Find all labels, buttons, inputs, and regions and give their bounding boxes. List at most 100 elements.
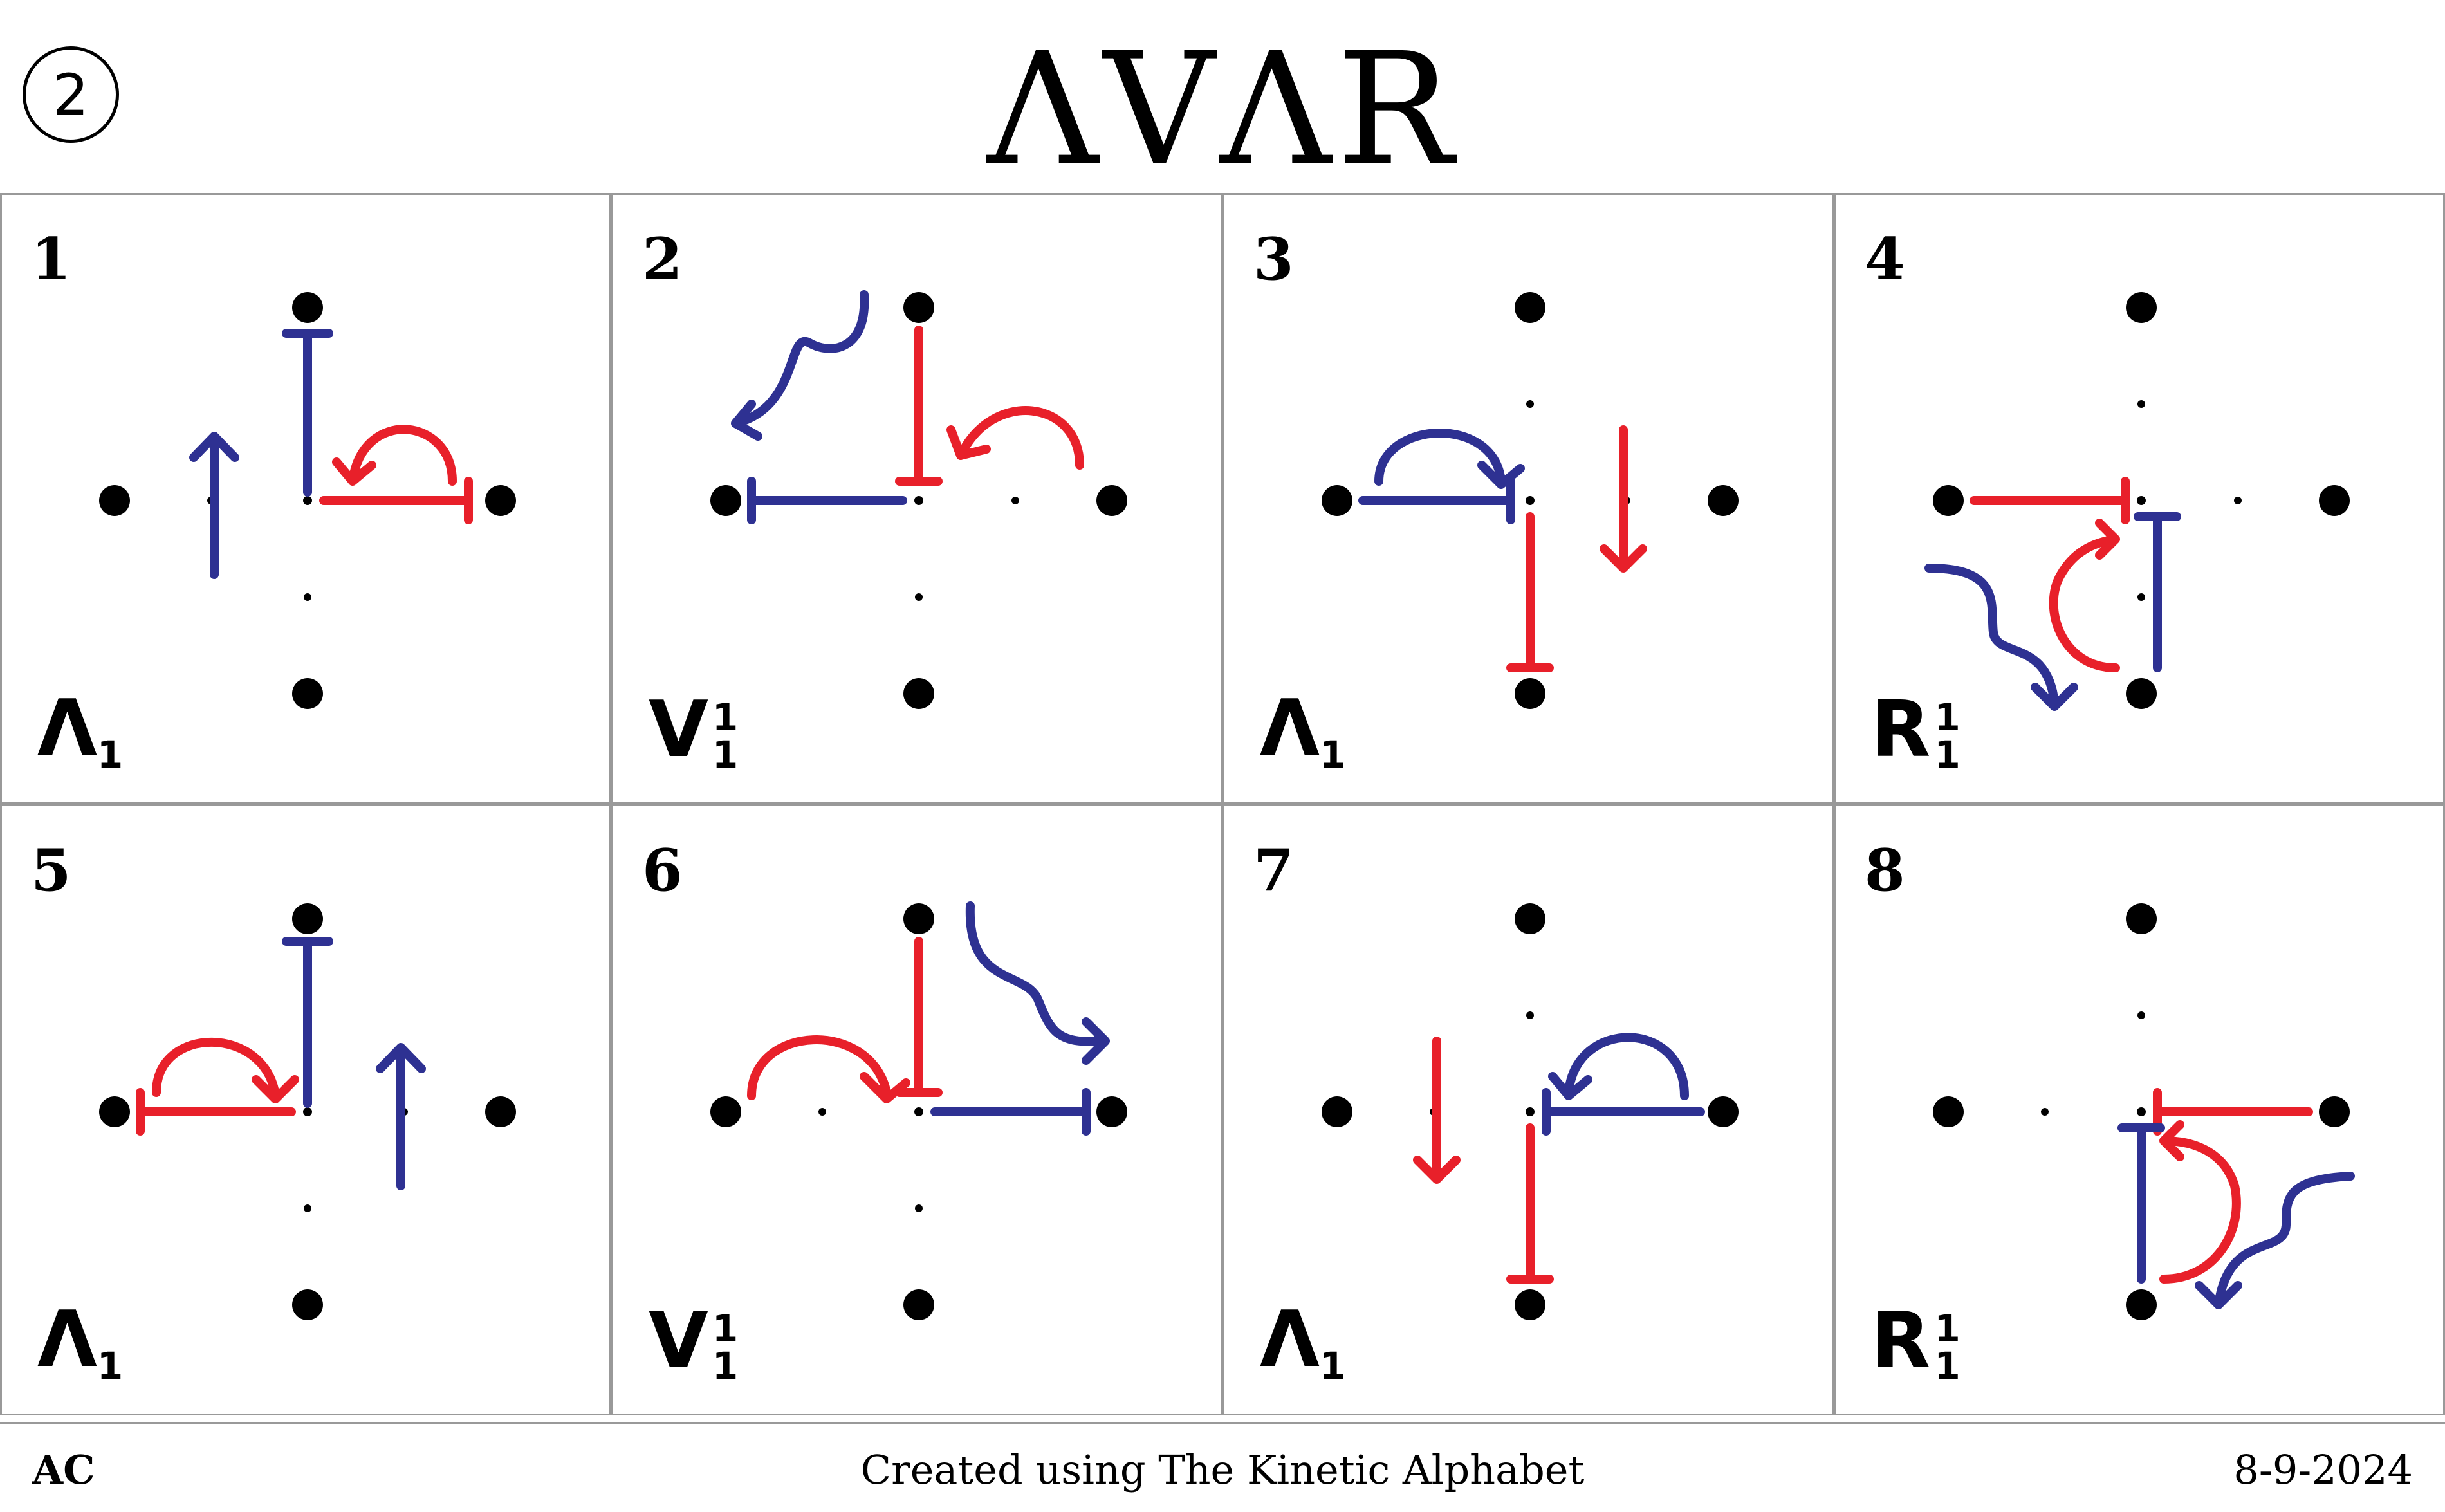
grid-dot (2126, 678, 2157, 709)
label-letter: V (649, 1296, 708, 1386)
diagram-grid: 1 Λ1 2 (0, 193, 2445, 1415)
grid-dot (1708, 485, 1739, 516)
grid-dot (1933, 485, 1964, 516)
cell-number: 1 (31, 225, 71, 293)
grid-dot (2041, 1108, 2049, 1116)
red-arc-arrow (2049, 519, 2120, 672)
grid-dot (914, 496, 923, 505)
blue-arrow (189, 432, 239, 579)
blue-rod (282, 937, 333, 1108)
cell-3: 3 Λ1 (1222, 193, 1834, 804)
footer: AC Created using The Kinetic Alphabet 8-… (0, 1422, 2445, 1499)
cell-7: 7 Λ1 (1222, 804, 1834, 1415)
grid-dot (1526, 496, 1535, 505)
grid-dot (292, 678, 323, 709)
grid-dot (485, 1096, 516, 1127)
label-subscript: 1 (712, 1344, 739, 1388)
grid-dot (1526, 400, 1534, 408)
cell-2-figure (710, 290, 1127, 709)
grid-dot (2126, 292, 2157, 323)
cell-5: 5 Λ1 (0, 804, 611, 1415)
grid-dot (303, 496, 312, 505)
label-letter: R (1871, 685, 1931, 775)
grid-dot (1096, 485, 1127, 516)
label-superscript: 1 (712, 696, 739, 739)
page-number-badge: 2 (23, 46, 119, 143)
footer-credit: Created using The Kinetic Alphabet (860, 1446, 1585, 1493)
grid-dot (915, 593, 923, 601)
blue-arc-arrow (1374, 429, 1525, 489)
grid-dot (2137, 1107, 2146, 1116)
grid-dot (1096, 1096, 1127, 1127)
grid-dot (818, 1108, 826, 1116)
grid-dot (1526, 1011, 1534, 1019)
grid-dot (1322, 1096, 1352, 1127)
grid-dot (303, 1107, 312, 1116)
label-subscript: 1 (97, 1344, 124, 1388)
label-superscript: 1 (1934, 1307, 1961, 1351)
red-rod (1506, 512, 1554, 672)
label-subscript: 1 (712, 733, 739, 777)
grid-dot (903, 1289, 934, 1320)
red-arc-arrow (747, 1035, 910, 1103)
red-arc-arrow (946, 406, 1084, 470)
grid-dot (2126, 903, 2157, 934)
footer-date: 8-9-2024 (2233, 1446, 2413, 1493)
grid-dot (2137, 593, 2145, 601)
label-letter: Λ (1260, 684, 1320, 773)
label-letter: R (1871, 1296, 1931, 1386)
grid-dot (914, 1107, 923, 1116)
grid-dot (1933, 1096, 1964, 1127)
red-rod (1970, 477, 2130, 524)
red-arrow (1413, 1037, 1461, 1184)
blue-wave-arrow (965, 901, 1110, 1065)
grid-dot (292, 1289, 323, 1320)
grid-dot (1515, 292, 1545, 323)
red-rod (895, 326, 943, 486)
red-rod (1506, 1123, 1554, 1284)
cell-label: Λ1 (1260, 690, 1345, 774)
red-arrow (1600, 425, 1647, 573)
grid-dot (915, 1204, 923, 1212)
label-letter: Λ (37, 1295, 97, 1385)
red-rod (895, 937, 943, 1097)
grid-dot (1708, 1096, 1739, 1127)
label-subscript: 1 (1319, 733, 1346, 777)
label-subscript: 1 (1319, 1344, 1346, 1388)
label-letter: V (649, 685, 708, 775)
grid-dot (903, 678, 934, 709)
grid-dot (99, 1096, 130, 1127)
grid-dot (1011, 497, 1019, 504)
grid-dot (1515, 1289, 1545, 1320)
blue-arc-arrow (1548, 1033, 1689, 1100)
cell-number: 4 (1865, 225, 1905, 293)
red-arc-arrow (2159, 1120, 2241, 1284)
grid-dot (903, 292, 934, 323)
cell-number: 2 (642, 225, 683, 293)
cell-number: 3 (1253, 225, 1294, 293)
grid-dot (1515, 678, 1545, 709)
grid-dot (710, 485, 741, 516)
cell-label: Λ1 (37, 1302, 123, 1385)
cell-4-figure (1924, 292, 2350, 711)
grid-dot (903, 903, 934, 934)
grid-dot (304, 1204, 311, 1212)
label-subscript: 1 (1934, 1344, 1961, 1388)
grid-dot (485, 485, 516, 516)
grid-dot (304, 593, 311, 601)
red-arc-arrow (332, 425, 457, 486)
cell-number: 6 (642, 836, 683, 905)
blue-wave-arrow (2195, 1172, 2355, 1309)
cell-label: Λ1 (1260, 1302, 1345, 1385)
label-letter: Λ (37, 684, 97, 773)
grid-dot (292, 292, 323, 323)
grid-dot (2137, 1011, 2145, 1019)
cell-1-figure (99, 292, 516, 709)
page-title: ΛVΛR (986, 19, 1459, 199)
blue-rod (747, 477, 907, 524)
